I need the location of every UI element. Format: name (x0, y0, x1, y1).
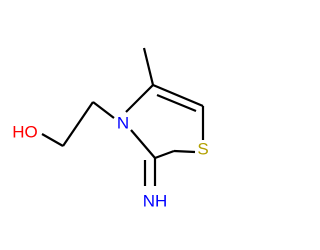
bond-c4-c5-inner (156, 93, 197, 113)
bond-c4-c5 (152, 83, 204, 108)
molecule-structure-diagram: HO N S NH (12, 47, 209, 210)
atom-labels: HO N S NH (12, 113, 208, 210)
bond-c2-ring (154, 149, 175, 160)
bond-c2-n3 (92, 101, 115, 119)
bond-s1-c2 (173, 149, 196, 154)
bond-o-c1 (41, 133, 64, 147)
imine-label: NH (143, 191, 168, 210)
hydroxyl-label: HO (12, 122, 38, 141)
bonds (41, 47, 205, 186)
bond-c1-c2 (62, 101, 94, 147)
bond-c4-methyl (142, 47, 155, 86)
bond-n3-c4 (125, 84, 154, 113)
ring-nitrogen-label: N (117, 113, 129, 132)
sulfur-label: S (197, 139, 208, 158)
bond-n3-c2 (130, 129, 156, 159)
